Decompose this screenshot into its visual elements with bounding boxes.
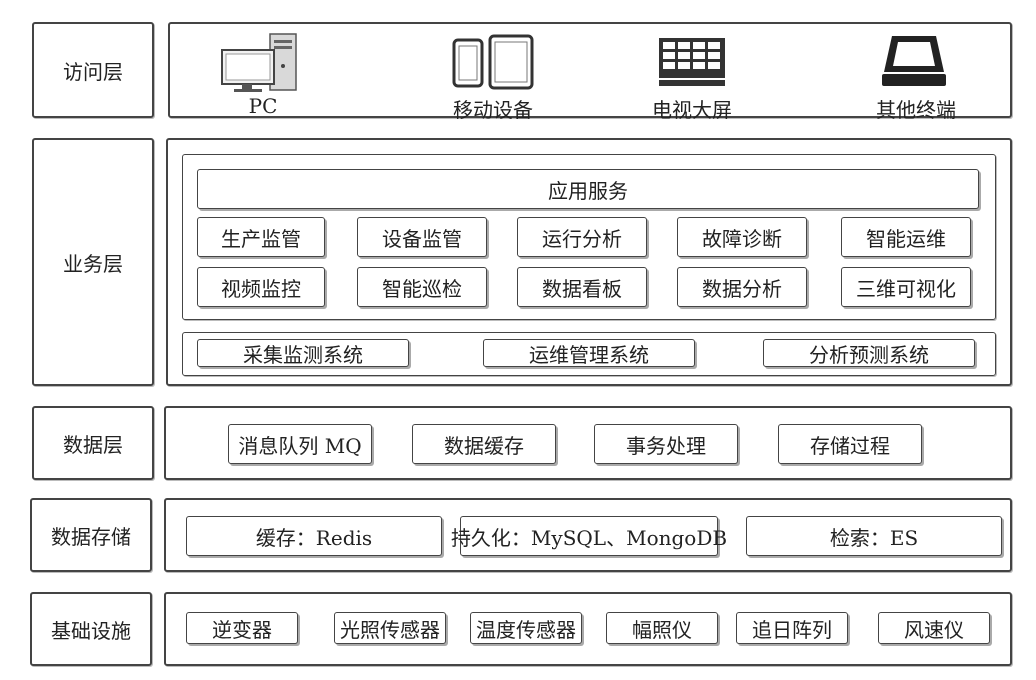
mobile-device-icon bbox=[452, 34, 534, 90]
infra-item-irradiance: 幅照仪 bbox=[606, 612, 718, 644]
device-label-other: 其他终端 bbox=[876, 98, 956, 122]
module-operation-analysis: 运行分析 bbox=[517, 217, 647, 257]
module-production-monitor: 生产监管 bbox=[197, 217, 325, 257]
layer-label-access: 访问层 bbox=[32, 22, 154, 118]
data-item-transaction: 事务处理 bbox=[594, 424, 738, 464]
module-data-dashboard: 数据看板 bbox=[517, 267, 647, 307]
data-item-cache: 数据缓存 bbox=[412, 424, 556, 464]
access-layer-panel: PC 移动设备 电视大屏 其他终端 bbox=[168, 22, 1012, 122]
system-analysis-prediction: 分析预测系统 bbox=[763, 339, 975, 367]
infra-item-anemometer: 风速仪 bbox=[878, 612, 990, 644]
module-fault-diagnosis: 故障诊断 bbox=[677, 217, 807, 257]
storage-item-redis: 缓存：Redis bbox=[186, 516, 442, 556]
infra-item-light-sensor: 光照传感器 bbox=[334, 612, 446, 644]
tv-screen-icon bbox=[659, 38, 725, 86]
business-layer-panel: 应用服务 生产监管 设备监管 运行分析 故障诊断 智能运维 视频监控 智能巡检 … bbox=[166, 138, 1012, 386]
data-item-stored-procedure: 存储过程 bbox=[778, 424, 922, 464]
app-service-frame: 应用服务 生产监管 设备监管 运行分析 故障诊断 智能运维 视频监控 智能巡检 … bbox=[182, 154, 996, 320]
storage-item-es: 检索：ES bbox=[746, 516, 1002, 556]
device-label-mobile: 移动设备 bbox=[453, 98, 533, 122]
data-layer-panel: 消息队列 MQ 数据缓存 事务处理 存储过程 bbox=[164, 406, 1012, 480]
layer-label-data: 数据层 bbox=[32, 406, 154, 480]
device-label-tv: 电视大屏 bbox=[652, 98, 732, 122]
infra-item-sun-tracker: 追日阵列 bbox=[736, 612, 848, 644]
system-collection-monitoring: 采集监测系统 bbox=[197, 339, 409, 367]
layer-label-business: 业务层 bbox=[32, 138, 154, 386]
systems-frame: 采集监测系统 运维管理系统 分析预测系统 bbox=[182, 332, 996, 376]
app-service-bar: 应用服务 bbox=[197, 169, 979, 209]
storage-item-persistence: 持久化：MySQL、MongoDB bbox=[451, 516, 727, 556]
module-equipment-monitor: 设备监管 bbox=[357, 217, 487, 257]
infra-layer-panel: 逆变器 光照传感器 温度传感器 幅照仪 追日阵列 风速仪 bbox=[164, 592, 1012, 666]
other-terminal-icon bbox=[882, 36, 946, 86]
module-data-analysis: 数据分析 bbox=[677, 267, 807, 307]
device-label-pc: PC bbox=[248, 94, 278, 118]
data-item-mq: 消息队列 MQ bbox=[228, 424, 372, 464]
infra-item-inverter: 逆变器 bbox=[186, 612, 298, 644]
module-3d-visualization: 三维可视化 bbox=[841, 267, 971, 307]
module-video-monitor: 视频监控 bbox=[197, 267, 325, 307]
module-smart-ops: 智能运维 bbox=[841, 217, 971, 257]
layer-label-storage: 数据存储 bbox=[30, 498, 152, 572]
storage-layer-panel: 缓存：Redis 持久化：MySQL、MongoDB 检索：ES bbox=[164, 498, 1012, 572]
system-ops-management: 运维管理系统 bbox=[483, 339, 695, 367]
infra-item-temp-sensor: 温度传感器 bbox=[470, 612, 582, 644]
module-smart-inspection: 智能巡检 bbox=[357, 267, 487, 307]
layer-label-infra: 基础设施 bbox=[30, 592, 152, 666]
pc-icon bbox=[221, 33, 297, 92]
